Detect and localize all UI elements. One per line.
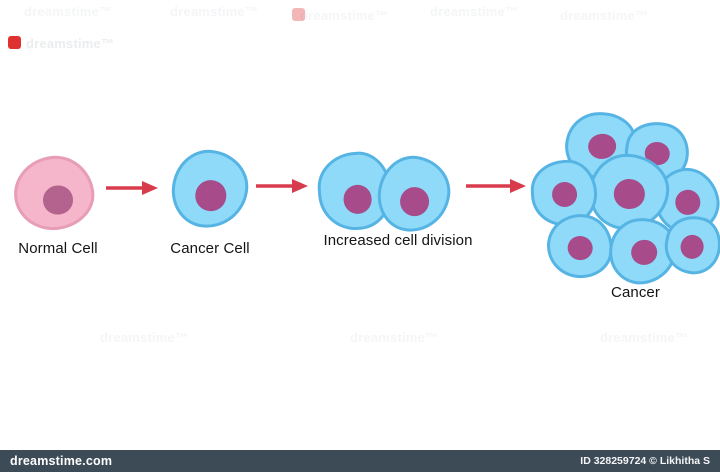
cancer-cell-shape (168, 146, 252, 232)
stage-label-cancer: Cancer (611, 284, 660, 301)
dreamstime-brand-text: dreamstime.com (10, 454, 113, 468)
image-credit-text: ID 328259724 © Likhitha S (580, 455, 710, 467)
watermark-text: dreamstime™ (26, 36, 115, 51)
stage-label-increased-cell-division: Increased cell division (323, 232, 473, 249)
cluster-cell-nucleus (678, 232, 706, 261)
dividing-cell-left-nucleus (342, 184, 373, 215)
cancer-cell-nucleus (193, 178, 228, 213)
dreamstime-logo-icon (8, 36, 21, 49)
watermark-text: dreamstime™ (430, 4, 519, 19)
cancer-cell-cluster (523, 98, 720, 294)
cluster-cell-nucleus (673, 187, 703, 218)
watermark-footer-bar: dreamstime.com ID 328259724 © Likhitha S (0, 450, 720, 472)
watermark-text: dreamstime™ (300, 8, 389, 23)
cluster-cell-nucleus (551, 181, 578, 208)
watermark-text: dreamstime™ (350, 330, 439, 345)
dividing-cell-right-nucleus (398, 185, 431, 219)
stage-label-cancer-cell: Cancer Cell (170, 240, 250, 257)
watermark-text: dreamstime™ (600, 330, 689, 345)
arrow-right-icon (466, 179, 526, 193)
watermark-text: dreamstime™ (100, 330, 189, 345)
cluster-cell-nucleus (565, 233, 595, 262)
dividing-cell-right-shape (373, 151, 455, 237)
cluster-cell-nucleus (613, 178, 647, 210)
watermark-text: dreamstime™ (560, 8, 649, 23)
stage-label-normal-cell: Normal Cell (18, 240, 98, 257)
normal-cell-shape (9, 150, 99, 236)
dreamstime-logo-icon (292, 8, 305, 21)
arrow-right-icon (256, 179, 308, 193)
normal-cell-nucleus (41, 183, 75, 217)
watermark-text: dreamstime™ (24, 4, 113, 19)
cluster-cell-nucleus (629, 238, 659, 267)
arrow-right-icon (106, 181, 158, 195)
watermark-text: dreamstime™ (170, 4, 259, 19)
